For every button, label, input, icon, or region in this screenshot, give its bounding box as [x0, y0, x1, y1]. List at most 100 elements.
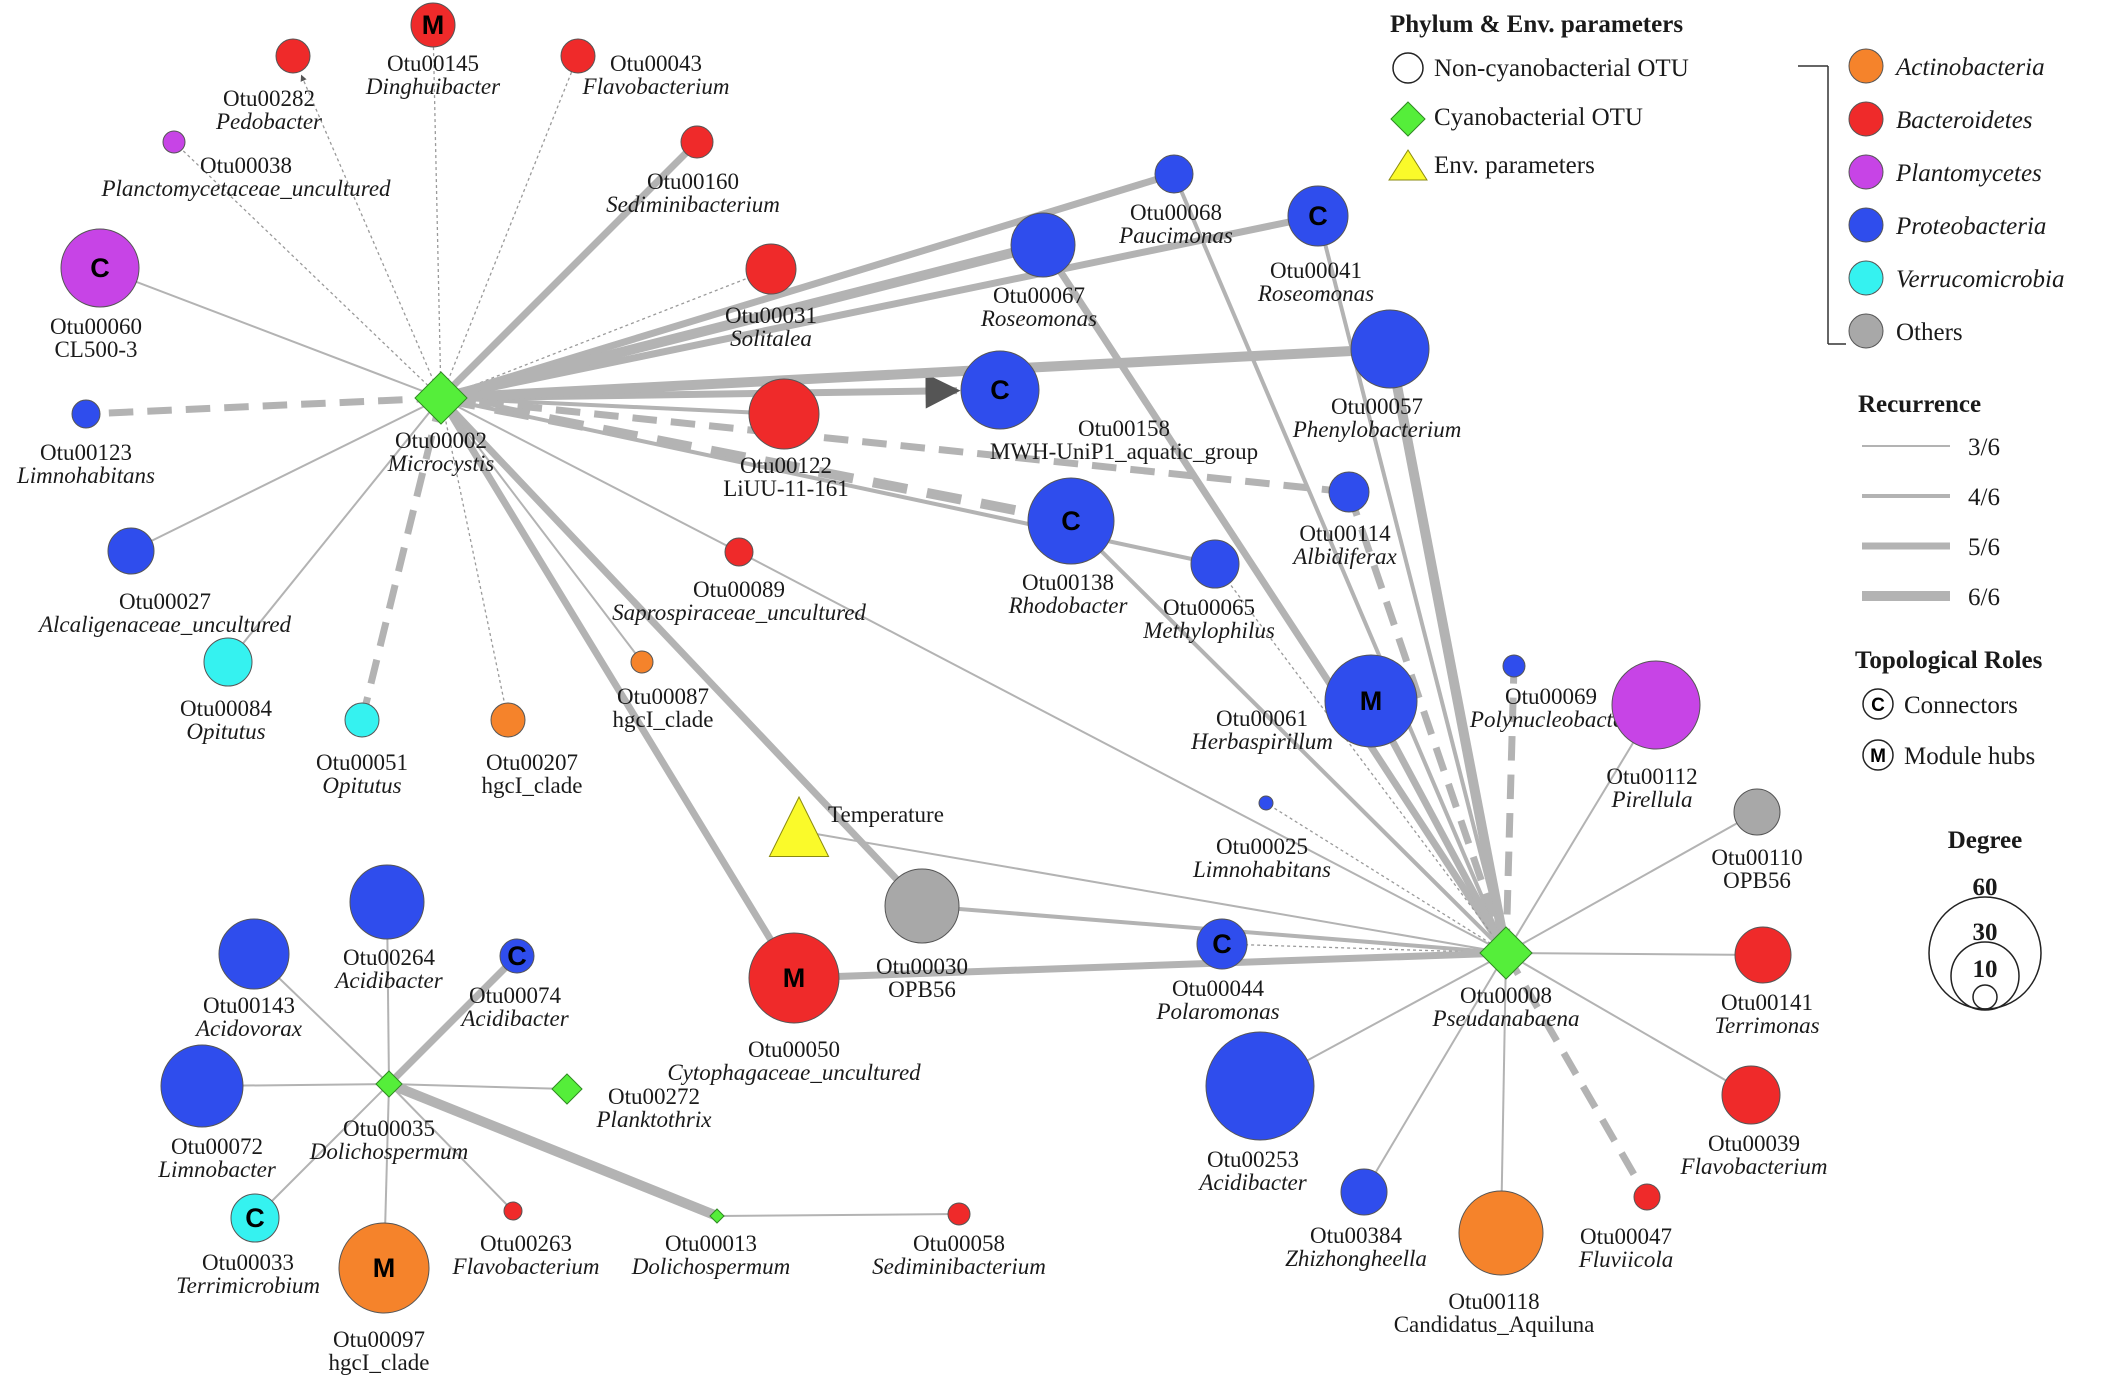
- edge-Otu00002-Otu00041: [440, 212, 1319, 402]
- node-id-label: Otu00138: [1022, 570, 1114, 595]
- node-id-label: Otu00097: [333, 1327, 425, 1352]
- node-shape: [203, 637, 253, 687]
- edges-layer: [85, 24, 1764, 1269]
- node-taxon-label: Dinghuibacter: [365, 74, 501, 99]
- node-id-label: Otu00031: [725, 303, 817, 328]
- node-shape: [414, 371, 468, 425]
- role-letter: M: [422, 10, 445, 40]
- node-shape: [71, 399, 101, 429]
- node-taxon-label: Flavobacterium: [1680, 1154, 1828, 1179]
- node-shape: [748, 932, 840, 1024]
- edge-Otu00035-Otu00272: [388, 1083, 568, 1090]
- legend-degree-circles: 60 30 10: [1928, 874, 2042, 1011]
- node-shape: [1721, 1065, 1781, 1125]
- role-letter: C: [90, 253, 110, 283]
- node-id-label: Otu00008: [1460, 983, 1552, 1008]
- degree-circle-60: [1928, 896, 2042, 1010]
- node-taxon-label: Herbaspirillum: [1190, 729, 1333, 754]
- node-shape: [1258, 795, 1274, 811]
- degree-label-10: 10: [1973, 956, 1998, 983]
- node-id-label: Otu00058: [913, 1231, 1005, 1256]
- node-shape: [1154, 154, 1194, 194]
- edge-Otu00008-Otu00069: [1502, 665, 1518, 954]
- legend-circle-symbol: [1392, 52, 1424, 84]
- node-shape: [1611, 660, 1701, 750]
- node-id-label: Otu00043: [610, 51, 702, 76]
- legend-phylum-swatch: [1848, 101, 1884, 137]
- node-id-label: Otu00118: [1448, 1289, 1539, 1314]
- legend: Phylum & Env. parameters Non-cyanobacter…: [1388, 11, 2065, 1011]
- node-id-label: Otu00035: [343, 1116, 435, 1141]
- legend-phylum-title: Phylum & Env. parameters: [1390, 11, 1683, 38]
- node-taxon-label: Polaromonas: [1155, 999, 1279, 1024]
- node-shape: [1196, 918, 1248, 970]
- node-taxon-label: Acidovorax: [194, 1016, 303, 1041]
- edge-Otu00002-Otu00068: [439, 170, 1176, 402]
- node-shape: [1324, 654, 1418, 748]
- node-shape: [349, 864, 425, 940]
- node-shape: [60, 228, 140, 308]
- edge-Otu00002-Otu00030: [438, 395, 925, 909]
- node-shape: [884, 868, 960, 944]
- node-shape: [748, 378, 820, 450]
- edge-Otu00002-Otu00060: [99, 267, 442, 399]
- role-letter: M: [373, 1253, 396, 1283]
- edge-Otu00089-Otu00008: [738, 551, 1507, 954]
- legend-recurrence-label: 6/6: [1968, 584, 2000, 611]
- legend-phylum-label: Verrucomicrobia: [1896, 266, 2065, 293]
- legend-label-cyano: Cyanobacterial OTU: [1434, 104, 1643, 131]
- node-taxon-label: Opitutus: [186, 719, 265, 744]
- role-letter: M: [783, 963, 806, 993]
- nodes-layer: Otu00002MicrocystisOtu00008Pseudanabaena…: [16, 2, 1828, 1375]
- legend-phylum-swatch: [1848, 207, 1884, 243]
- node-id-label: Otu00264: [343, 945, 436, 970]
- node-id-label: Otu00074: [469, 983, 562, 1008]
- node-shape: [1633, 1183, 1661, 1211]
- node-taxon-label: Phenylobacterium: [1292, 417, 1462, 442]
- legend-triangle-symbol: [1388, 149, 1428, 181]
- legend-phylum-swatch: [1848, 48, 1884, 84]
- node-taxon-label: Albidiferax: [1291, 544, 1397, 569]
- legend-role-label-connectors: Connectors: [1904, 692, 2018, 719]
- edge-Otu00008-Otu00057: [1385, 348, 1511, 954]
- node-taxon-label: Sediminibacterium: [606, 192, 780, 217]
- node-taxon-label: Candidatus_Aquiluna: [1394, 1312, 1595, 1337]
- edge-Otu00008-Otu00110: [1505, 811, 1758, 954]
- edge-Otu00008-Otu00039: [1505, 952, 1752, 1096]
- node-shape: [1328, 471, 1370, 513]
- node-id-label: Otu00030: [876, 954, 968, 979]
- edge-Otu00002-Otu00050: [438, 396, 797, 980]
- edge-Otu00008-Otu00061: [1367, 699, 1510, 955]
- edge-Otu00008-Otu00025: [1265, 802, 1507, 954]
- node-id-label: Otu00033: [202, 1250, 294, 1275]
- node-shape: [960, 350, 1040, 430]
